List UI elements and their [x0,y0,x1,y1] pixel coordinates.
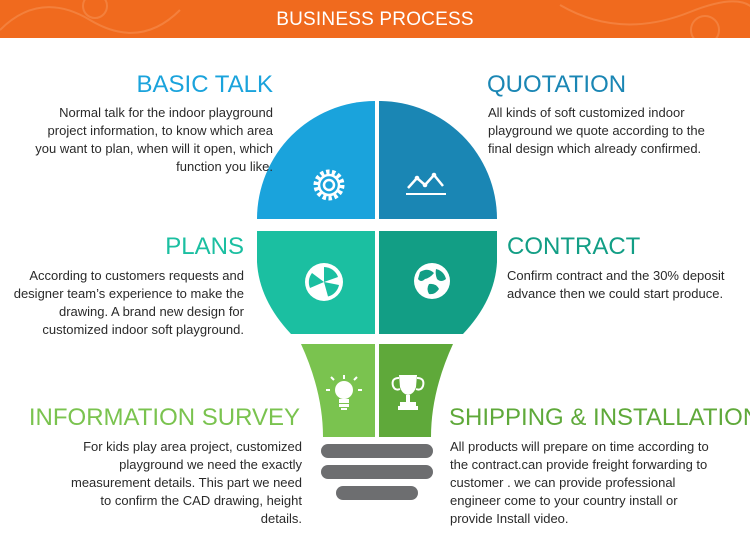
plans-heading: PLANS [165,233,244,260]
shipping-segment [379,344,453,437]
page-title: BUSINESS PROCESS [276,9,474,30]
lightbulb-icon [326,375,362,410]
header-banner: BUSINESS PROCESS [0,0,750,38]
basic-talk-segment [257,101,375,219]
basic-talk-description: Normal talk for the indoor playground pr… [35,105,273,174]
contract-description: Confirm contract and the 30% deposit adv… [507,268,725,301]
shipping-description: All products will prepare on time accord… [450,439,709,526]
bulb-base-bar [336,486,418,500]
information-survey-description: For kids play area project, customized p… [71,439,302,526]
shipping-heading: SHIPPING & INSTALLATION [449,404,750,431]
quotation-description: All kinds of soft customized indoor play… [488,105,705,156]
basic-talk-heading: BASIC TALK [136,71,274,98]
quotation-heading: QUOTATION [487,71,627,98]
bulb-base-bar [321,465,433,479]
banner-decoration [0,0,750,38]
bulb-base-bar [321,444,433,458]
globe-icon [414,263,450,299]
trophy-icon [391,375,425,410]
gear-icon [313,169,345,201]
contract-heading: CONTRACT [507,233,641,260]
pie-chart-icon [305,263,343,301]
line-chart-icon [406,172,446,195]
quotation-segment [379,101,497,219]
information-survey-heading: INFORMATION SURVEY [28,404,300,431]
plans-description: According to customers requests and desi… [13,268,244,337]
